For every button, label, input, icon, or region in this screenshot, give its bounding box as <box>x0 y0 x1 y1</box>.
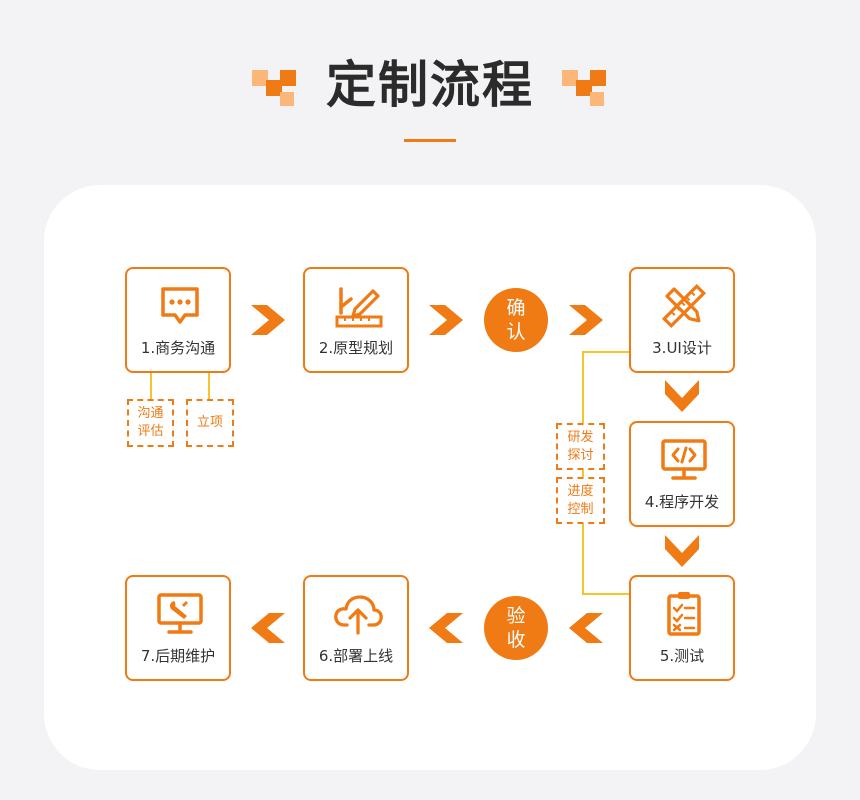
pencil-ruler-cross-icon <box>661 283 707 329</box>
monitor-code-icon <box>661 439 707 480</box>
monitor-wrench-icon <box>157 593 203 634</box>
chevron-right-icon <box>429 305 463 335</box>
note-project-initiation: 立项 <box>186 399 234 447</box>
note-text: 进度 <box>567 483 594 499</box>
chevron-left-icon <box>429 613 463 643</box>
connector-line <box>582 351 584 595</box>
step-label: 7.后期维护 <box>140 647 216 665</box>
milestone-char: 收 <box>506 629 526 651</box>
step-business-communication: 1.商务沟通 <box>125 267 231 373</box>
chat-bubble-icon <box>161 287 199 324</box>
step-label: 3.UI设计 <box>652 339 712 357</box>
chevron-right-icon <box>251 305 285 335</box>
note-communication-evaluation: 沟通评估 <box>127 399 174 447</box>
page-title: 定制流程 <box>326 56 534 114</box>
chevron-left-icon <box>569 613 603 643</box>
chevron-right-icon <box>569 305 603 335</box>
step-testing: 5.测试 <box>629 575 735 681</box>
connector-line <box>208 372 210 400</box>
cloud-upload-icon <box>334 595 383 635</box>
ruler-pencil-icon <box>335 287 383 328</box>
step-label: 2.原型规划 <box>318 339 394 357</box>
milestone-char: 验 <box>506 605 526 627</box>
title-underline <box>404 139 456 142</box>
step-label: 1.商务沟通 <box>140 339 216 357</box>
clipboard-checklist-icon <box>667 592 701 636</box>
step-maintenance: 7.后期维护 <box>125 575 231 681</box>
title-decoration-right-icon <box>562 70 606 110</box>
connector-line <box>582 593 629 595</box>
connector-line <box>150 372 152 400</box>
note-text: 立项 <box>196 415 223 430</box>
milestone-char: 认 <box>506 321 526 343</box>
note-text: 沟通 <box>137 406 164 421</box>
note-text: 探讨 <box>567 447 594 463</box>
chevron-left-icon <box>251 613 285 643</box>
step-program-development: 4.程序开发 <box>629 421 735 527</box>
step-deployment: 6.部署上线 <box>303 575 409 681</box>
note-text: 控制 <box>567 501 594 517</box>
note-rd-discussion: 研发探讨 <box>556 423 605 470</box>
note-progress-control: 进度控制 <box>556 477 605 524</box>
title-decoration-left-icon <box>252 70 296 110</box>
chevron-down-icon <box>665 380 699 412</box>
milestone-char: 确 <box>506 297 526 319</box>
note-text: 评估 <box>137 424 164 439</box>
milestone-confirm: 确认 <box>484 288 548 352</box>
step-label: 6.部署上线 <box>318 647 394 665</box>
step-prototype-planning: 2.原型规划 <box>303 267 409 373</box>
connector-line <box>582 351 629 353</box>
chevron-down-icon <box>665 535 699 567</box>
step-label: 5.测试 <box>659 647 705 665</box>
step-label: 4.程序开发 <box>644 493 720 511</box>
milestone-acceptance: 验收 <box>484 596 548 660</box>
title-area: 定制流程 <box>0 0 860 160</box>
step-ui-design: 3.UI设计 <box>629 267 735 373</box>
note-text: 研发 <box>567 429 594 445</box>
